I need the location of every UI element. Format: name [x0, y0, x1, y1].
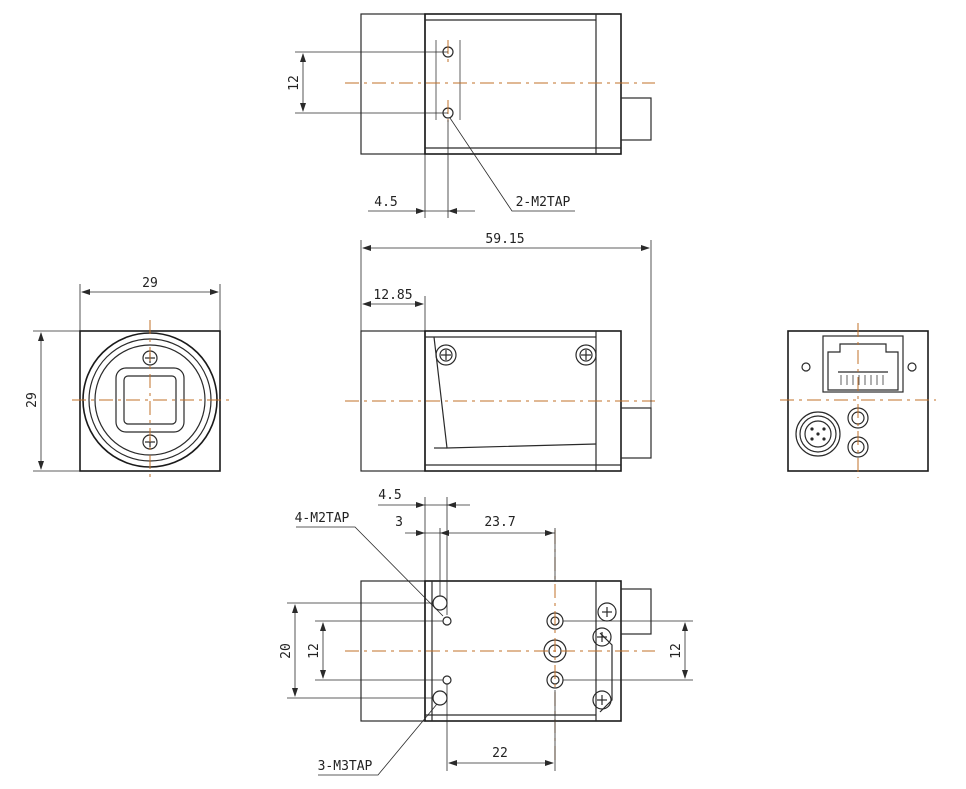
bottom-m3-tap-2 [432, 690, 448, 706]
bottom-screw-3 [592, 690, 612, 710]
dim-bottom-right-12-label: 12 [669, 643, 684, 659]
rj45-port [822, 335, 904, 393]
bottom-view: 4.5 3 23.7 20 12 12 22 [279, 488, 693, 776]
rear-view [780, 323, 936, 478]
label-2-m2tap: 2-M2TAP [516, 195, 571, 210]
bottom-screw-2 [592, 627, 612, 647]
top-view-connector [620, 97, 652, 141]
bottom-m2-tap-1 [442, 616, 452, 626]
dim-top-12-label: 12 [287, 75, 302, 91]
dim-bottom-4-5-label: 4.5 [378, 488, 401, 503]
top-view-lens-mount [360, 13, 426, 155]
dim-bottom-left-12-label: 12 [307, 643, 322, 659]
side-view-connector [620, 407, 652, 459]
dim-bottom-3-label: 3 [395, 515, 403, 530]
top-view: 12 4.5 2-M2TAP [287, 13, 655, 218]
label-3-m3tap: 3-M3TAP [318, 759, 373, 774]
top-view-body [424, 13, 622, 155]
dim-12-85-label: 12.85 [373, 288, 412, 303]
dim-59-15-label: 59.15 [485, 232, 524, 247]
rear-led-right [907, 362, 917, 372]
side-screw-2 [575, 344, 597, 366]
label-4-m2tap: 4-M2TAP [295, 511, 350, 526]
dim-height-29-label: 29 [25, 392, 40, 408]
side-view: 59.15 12.85 [345, 232, 655, 472]
dim-width-29-label: 29 [142, 276, 158, 291]
rear-led-left [801, 362, 811, 372]
dim-top-4-5-label: 4.5 [374, 195, 397, 210]
io-connector-outer [795, 411, 841, 457]
dim-bottom-22-label: 22 [492, 746, 508, 761]
dim-bottom-23-7-label: 23.7 [484, 515, 515, 530]
dim-bottom-20-label: 20 [279, 643, 294, 659]
bottom-view-connector [620, 588, 652, 635]
io-connector-pins [804, 420, 832, 448]
side-screw-1 [435, 344, 457, 366]
front-view: 29 29 [25, 276, 230, 480]
bottom-m2-tap-2 [442, 675, 452, 685]
